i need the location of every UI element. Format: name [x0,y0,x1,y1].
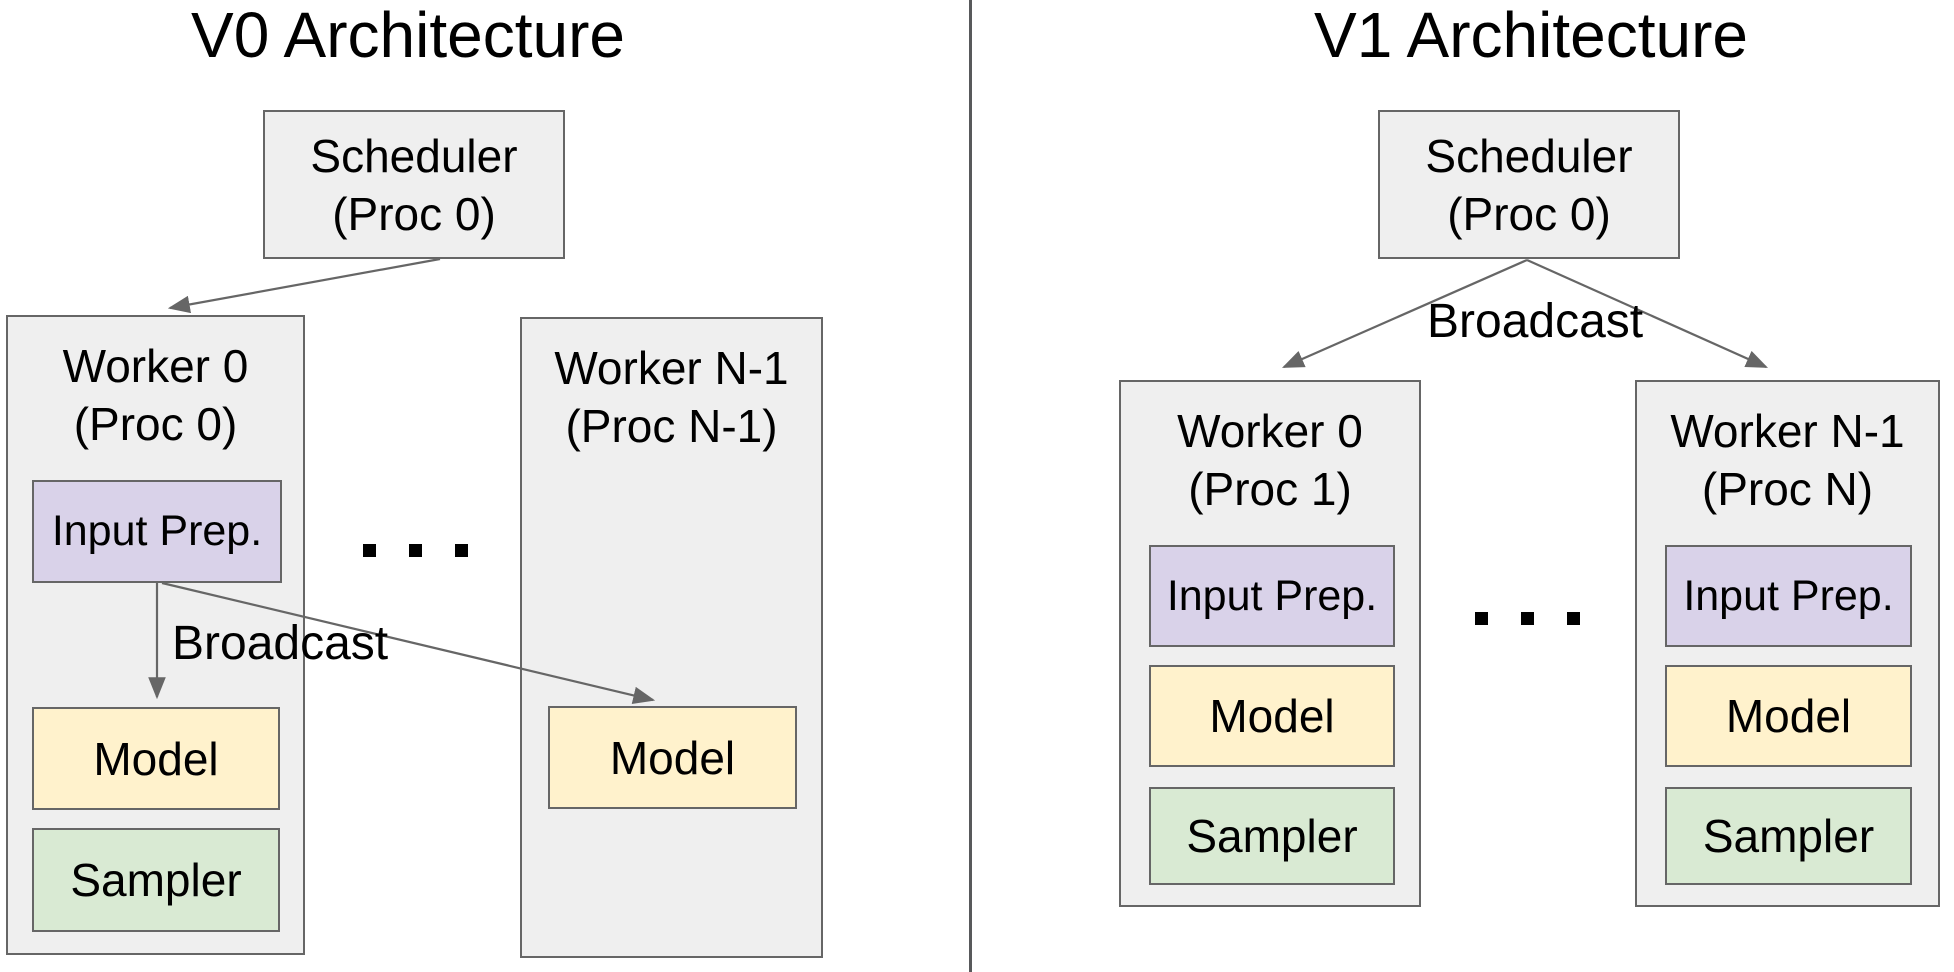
v1-scheduler-name: Scheduler [1425,129,1633,182]
v1-workerN1-proc: (Proc N) [1701,463,1874,515]
v1-worker0-proc: (Proc 1) [1188,463,1352,515]
dot-icon [455,544,468,557]
v0-worker0-proc: (Proc 0) [73,398,238,450]
v1-worker0-name: Worker 0 [1177,405,1363,457]
v1-scheduler-box: Scheduler (Proc 0) [1378,110,1680,259]
v1-workerN1-model-box: Model [1665,665,1912,767]
v0-worker0-model-box: Model [32,707,280,810]
v0-scheduler-to-worker0-arrow [167,257,441,314]
v0-ellipsis-icon [363,544,468,557]
v1-worker0-model-box: Model [1149,665,1395,767]
v0-scheduler-box: Scheduler (Proc 0) [263,110,565,259]
v1-workerN1-title: Worker N-1 (Proc N) [1637,382,1938,518]
v0-worker0-sampler-box: Sampler [32,828,280,932]
panel-divider-line [969,0,972,972]
v0-worker0-input-prep-box: Input Prep. [32,480,282,583]
v0-worker0-name: Worker 0 [62,340,249,392]
v1-scheduler-proc: (Proc 0) [1447,187,1611,240]
v0-scheduler-proc: (Proc 0) [332,187,496,240]
v1-panel-title: V1 Architecture [1314,0,1748,71]
dot-icon [1567,612,1580,625]
dot-icon [1475,612,1488,625]
v1-broadcast-label: Broadcast [1427,295,1644,348]
v0-workerN1-proc: (Proc N-1) [565,400,778,452]
v0-workerN1-box: Worker N-1 (Proc N-1) Model [520,317,823,958]
v1-workerN1-box: Worker N-1 (Proc N) Input Prep. Model Sa… [1635,380,1940,907]
v0-workerN1-title: Worker N-1 (Proc N-1) [522,319,821,455]
v1-worker0-box: Worker 0 (Proc 1) Input Prep. Model Samp… [1119,380,1421,907]
v0-scheduler-name: Scheduler [310,129,518,182]
v1-workerN1-input-prep-box: Input Prep. [1665,545,1912,647]
v0-workerN1-name: Worker N-1 [554,342,789,394]
v0-worker0-title: Worker 0 (Proc 0) [8,317,303,453]
v0-workerN1-model-box: Model [548,706,797,809]
v1-worker0-sampler-box: Sampler [1149,787,1395,885]
dot-icon [363,544,376,557]
v1-worker0-title: Worker 0 (Proc 1) [1121,382,1419,518]
dot-icon [409,544,422,557]
v1-workerN1-sampler-box: Sampler [1665,787,1912,885]
dot-icon [1521,612,1534,625]
v1-workerN1-name: Worker N-1 [1670,405,1905,457]
v1-ellipsis-icon [1475,612,1580,625]
v1-worker0-input-prep-box: Input Prep. [1149,545,1395,647]
v0-broadcast-label: Broadcast [172,617,389,670]
v0-panel-title: V0 Architecture [191,0,625,71]
